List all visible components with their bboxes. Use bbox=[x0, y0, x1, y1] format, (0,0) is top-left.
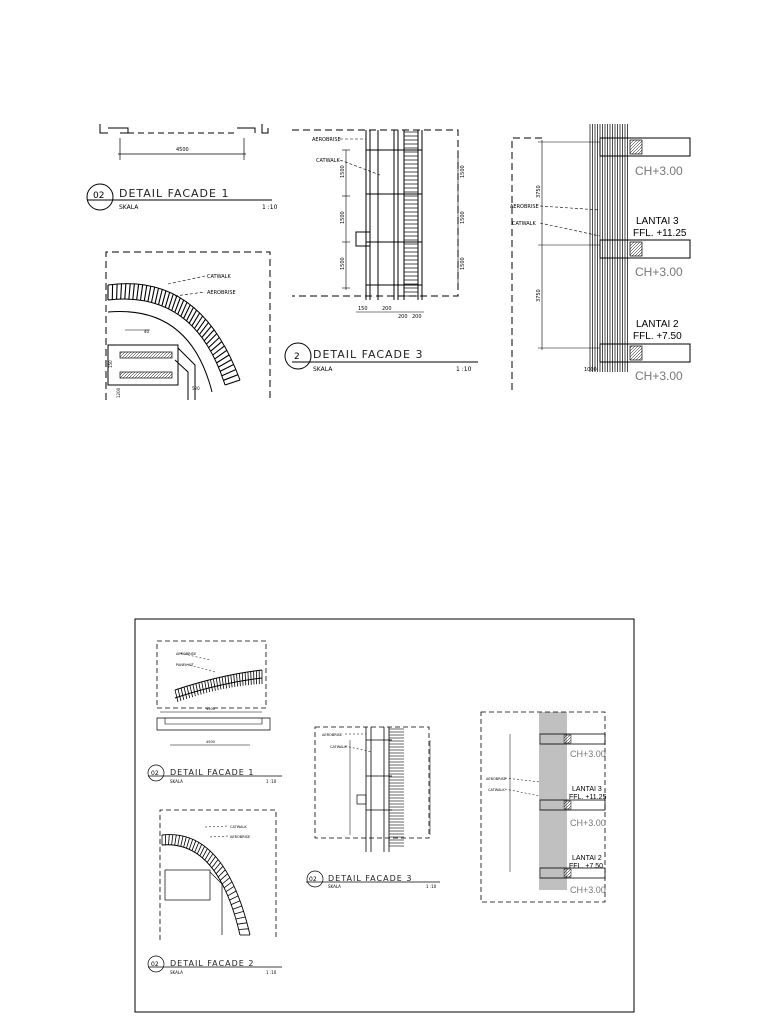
top-d2-dim-2: 150 bbox=[108, 360, 113, 368]
bottom-d3-title: DETAIL FACADE 3 bbox=[328, 874, 412, 883]
top-d3-skala: SKALA bbox=[313, 366, 333, 373]
top-sec-ch-1: CH+3.00 bbox=[635, 164, 683, 178]
top-d3-scale: 1 :10 bbox=[456, 366, 472, 373]
top-d2-dim-4: 520 bbox=[192, 386, 200, 391]
bottom-d2-title: DETAIL FACADE 2 bbox=[170, 959, 254, 968]
bottom-sec-ffl-3: FFL. +11.25 bbox=[569, 794, 607, 801]
bottom-d1-label-panel: PANEL KIT bbox=[176, 663, 195, 667]
top-d3-fins bbox=[404, 131, 418, 297]
bottom-d1-number: 02 bbox=[151, 770, 159, 777]
bottom-d3-number: 02 bbox=[309, 876, 317, 883]
top-sec-lantai-3: LANTAI 3 bbox=[636, 216, 679, 227]
top-d2-dim-3: 1200 bbox=[116, 387, 121, 398]
top-d3-dim-left-2: 1500 bbox=[340, 211, 346, 224]
top-d1-skala: SKALA bbox=[119, 204, 139, 211]
top-d1-dim: 4500 bbox=[176, 147, 189, 153]
top-d3-dim-left-1: 1500 bbox=[340, 165, 346, 178]
top-d3-dim-right-3: 1500 bbox=[460, 257, 466, 270]
top-sec-ch-2: CH+3.00 bbox=[635, 265, 683, 279]
top-d3-dim-bottom-2: 200 bbox=[382, 306, 392, 312]
top-d3-label-catwalk: CATWALK bbox=[316, 158, 340, 164]
bottom-sheet-frame bbox=[134, 618, 635, 1013]
bottom-d3-fins bbox=[389, 728, 404, 847]
bottom-sec-ch-2: CH+3.00 bbox=[570, 818, 606, 828]
top-sec-label-aerobrise: AEROBRISE bbox=[510, 204, 539, 210]
top-d3-label-aerobrise: AEROBRISE bbox=[312, 137, 341, 143]
top-d1-title: DETAIL FACADE 1 bbox=[119, 187, 229, 200]
top-detail-facade-2: CATWALK AEROBRISE 40 150 1200 520 bbox=[105, 251, 271, 400]
bottom-d1-dim-1: 4500 bbox=[206, 707, 215, 711]
top-sec-dim-1: 3750 bbox=[536, 185, 542, 198]
bottom-sec-ch-3: CH+3.00 bbox=[570, 885, 606, 895]
top-sec-ch-3: CH+3.00 bbox=[635, 369, 683, 383]
top-d2-label-aerobrise: AEROBRISE bbox=[207, 290, 236, 296]
bottom-sec-label-aerobrise: AEROBRISE bbox=[486, 777, 506, 781]
bottom-sec-ch-1: CH+3.00 bbox=[570, 749, 606, 759]
top-sec-lantai-2: LANTAI 2 bbox=[636, 319, 679, 330]
bottom-d2-skala: SKALA bbox=[170, 970, 183, 975]
bottom-d3-label-catwalk: CATWALK bbox=[330, 745, 347, 749]
top-sec-ffl-3: FFL. +11.25 bbox=[633, 228, 687, 239]
top-detail-facade-1: 4500 02 DETAIL FACADE 1 SKALA 1 :10 bbox=[86, 124, 278, 211]
top-d1-number: 02 bbox=[93, 191, 104, 201]
top-d3-dim-bottom-4: 200 bbox=[412, 314, 422, 320]
top-section-lines bbox=[589, 124, 628, 372]
bottom-detail-facade-3: AEROBRISE CATWALK 02 DETAIL FACADE 3 SKA… bbox=[306, 726, 440, 889]
bottom-d1-skala: SKALA bbox=[170, 779, 183, 784]
top-d2-dim-1: 40 bbox=[144, 329, 150, 334]
bottom-d2-label-catwalk: CATWALK bbox=[230, 825, 247, 829]
top-d2-fins bbox=[107, 283, 241, 386]
bottom-d1-fins bbox=[174, 670, 263, 703]
bottom-d3-label-aerobrise: AEROBRISE bbox=[322, 733, 342, 737]
bottom-d3-skala: SKALA bbox=[328, 884, 341, 889]
top-d3-dim-left-3: 1500 bbox=[340, 257, 346, 270]
bottom-sec-label-catwalk: CATWALK bbox=[488, 788, 505, 792]
top-d3-number: 2 bbox=[294, 352, 300, 362]
top-sec-dim-3: 1000 bbox=[584, 367, 597, 373]
bottom-detail-facade-2: CATWALK AEROBRISE 02 DETAIL FACADE 2 SKA… bbox=[147, 809, 282, 975]
top-d3-dim-bottom-1: 150 bbox=[358, 306, 368, 312]
bottom-d1-dim-2: 4500 bbox=[206, 740, 215, 744]
bottom-sec-lantai-2: LANTAI 2 bbox=[572, 855, 602, 862]
bottom-wall-section: AEROBRISE CATWALK CH+3.00 LANTAI 3 FFL. … bbox=[480, 711, 607, 903]
bottom-d2-scale: 1 :10 bbox=[266, 970, 277, 975]
top-detail-facade-3: 1500 1500 1500 1500 1500 1500 150 200 20… bbox=[284, 129, 478, 373]
top-d3-dim-right-2: 1500 bbox=[460, 211, 466, 224]
bottom-d2-number: 02 bbox=[151, 961, 159, 968]
top-wall-section: 3750 3750 1000 AEROBRISE CATWALK CH+3.00… bbox=[510, 124, 691, 390]
top-sec-label-catwalk: CATWALK bbox=[512, 221, 536, 227]
top-d3-dim-right-1: 1500 bbox=[460, 165, 466, 178]
top-sec-dim-2: 3750 bbox=[536, 289, 542, 302]
bottom-sec-lantai-3: LANTAI 3 bbox=[572, 786, 602, 793]
bottom-d1-title: DETAIL FACADE 1 bbox=[170, 768, 254, 777]
bottom-d1-scale: 1 :10 bbox=[266, 779, 277, 784]
bottom-detail-facade-1: AEROBRISE PANEL KIT 4500 4500 02 DETAIL … bbox=[147, 640, 282, 784]
bottom-d2-label-aerobrise: AEROBRISE bbox=[230, 835, 250, 839]
top-d3-dim-bottom-3: 200 bbox=[398, 314, 408, 320]
bottom-d1-label-aerobrise: AEROBRISE bbox=[176, 652, 196, 656]
top-d2-label-catwalk: CATWALK bbox=[207, 274, 231, 280]
bottom-d3-scale: 1 :10 bbox=[426, 884, 437, 889]
top-d3-title: DETAIL FACADE 3 bbox=[313, 348, 423, 361]
bottom-d2-fins bbox=[161, 834, 250, 936]
top-d1-scale: 1 :10 bbox=[262, 204, 278, 211]
bottom-sec-ffl-2: FFL. +7.50 bbox=[569, 863, 603, 870]
top-sec-ffl-2: FFL. +7.50 bbox=[633, 331, 682, 342]
